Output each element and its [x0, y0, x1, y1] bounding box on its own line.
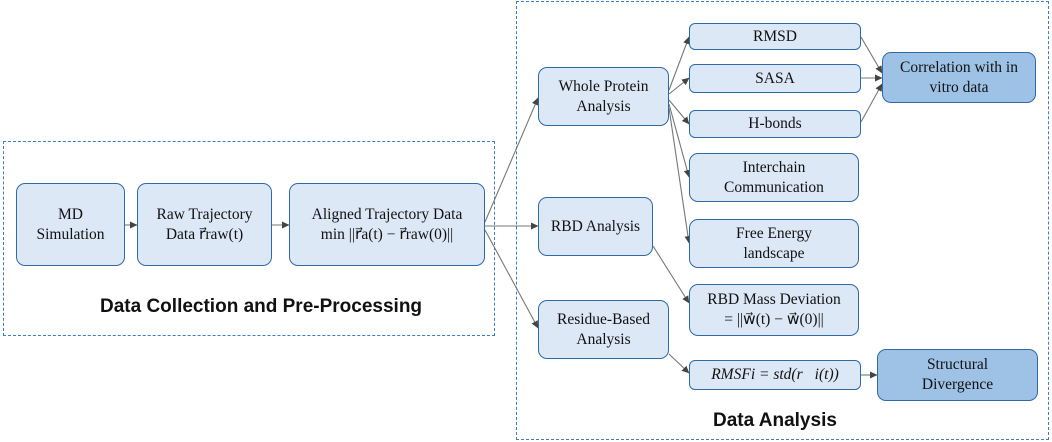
whole-protein-analysis-node: Whole Protein Analysis: [538, 67, 669, 126]
node-text: Divergence: [921, 376, 994, 393]
node-text: Data r⃗raw(t): [165, 225, 244, 243]
rmsf-node: RMSFi = std(r⃗i(t)): [689, 360, 861, 390]
free-energy-landscape-node: Free Energy landscape: [689, 219, 859, 268]
edge-whole-hbonds: [668, 99, 690, 125]
node-text: Raw Trajectory: [156, 205, 253, 223]
node-text: RMSFi = std(r⃗i(t)): [711, 366, 839, 383]
edge-aligned-residue: [484, 229, 539, 329]
hbonds-node: H-bonds: [689, 110, 861, 138]
node-text: Communication: [724, 178, 824, 196]
residue-based-analysis-node: Residue-Based Analysis: [538, 300, 669, 359]
node-text: MD: [58, 205, 83, 223]
edge-whole-sasa: [668, 77, 690, 95]
node-text: min ||r⃗a(t) − r⃗raw(0)||: [320, 225, 454, 243]
structural-divergence-node: Structural Divergence: [877, 349, 1038, 401]
edge-rmsd-correlation: [860, 36, 883, 74]
analysis-region: [516, 1, 1049, 440]
edge-whole-rmsd: [668, 36, 690, 91]
node-text: SASA: [755, 69, 795, 87]
preprocessing-region: [3, 141, 495, 336]
sasa-node: SASA: [689, 64, 861, 93]
rbd-mass-deviation-node: RBD Mass Deviation = ||w⃗(t) − w⃗(0)||: [689, 284, 859, 336]
interchain-communication-node: Interchain Communication: [689, 153, 859, 202]
node-text: Analysis: [576, 97, 631, 115]
edge-residue-rmsf: [668, 353, 690, 374]
node-text: = ||w⃗(t) − w⃗(0)||: [724, 311, 824, 328]
node-text: Correlation with in: [900, 58, 1018, 76]
rbd-analysis-node: RBD Analysis: [538, 197, 653, 256]
edge-hbonds-correlation: [860, 83, 883, 123]
correlation-in-vitro-node: Correlation with in vitro data: [882, 52, 1036, 103]
node-text: RMSD: [753, 27, 797, 45]
md-simulation-node: MD Simulation: [16, 183, 125, 266]
node-text: vitro data: [929, 78, 989, 96]
node-text: H-bonds: [748, 115, 802, 132]
edge-whole-interchain: [668, 103, 691, 178]
edge-whole-freeenergy: [668, 107, 692, 244]
edge-rbd-rbdmass: [652, 245, 690, 304]
analysis-title: Data Analysis: [713, 410, 837, 431]
node-text: Simulation: [36, 225, 105, 243]
node-text: Whole Protein: [558, 77, 649, 95]
node-text: Aligned Trajectory Data: [311, 205, 463, 223]
node-text: RBD Mass Deviation: [707, 291, 841, 308]
node-text: Residue-Based: [557, 310, 650, 328]
node-text: Interchain: [742, 158, 806, 176]
edge-aligned-whole: [484, 97, 539, 223]
raw-trajectory-node: Raw Trajectory Data r⃗raw(t): [137, 183, 272, 266]
node-text: Structural: [926, 356, 989, 373]
preprocessing-title: Data Collection and Pre-Processing: [100, 296, 423, 317]
node-text: Free Energy: [736, 224, 812, 242]
node-text: Analysis: [576, 330, 631, 348]
rmsd-node: RMSD: [689, 23, 861, 50]
aligned-trajectory-node: Aligned Trajectory Data min ||r⃗a(t) − r…: [289, 183, 485, 266]
node-text: landscape: [743, 244, 805, 262]
node-text: RBD Analysis: [550, 217, 641, 235]
